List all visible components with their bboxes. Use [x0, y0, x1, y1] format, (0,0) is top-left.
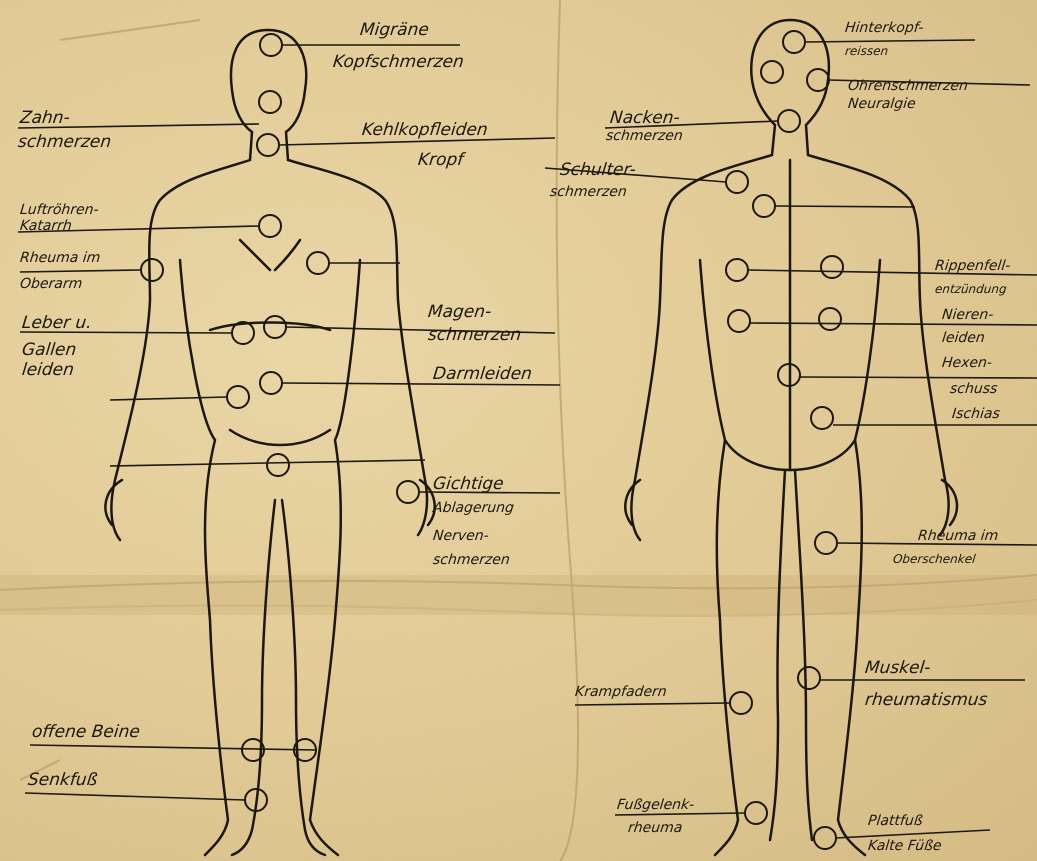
label-nacken-2: schmerzen: [605, 128, 684, 145]
label-zahn-1: Zahn-: [19, 108, 71, 128]
label-rippen-1: Rippenfell-: [934, 258, 1011, 275]
fold-shadow: [0, 575, 1037, 615]
label-gicht-2: Ablagerung: [432, 500, 515, 517]
label-rheuma-back-1: Rheuma im: [917, 528, 999, 545]
label-offene-beine: offene Beine: [31, 722, 141, 742]
label-senkfuss: Senkfuß: [27, 770, 98, 790]
label-migraene: Migräne: [359, 20, 430, 40]
label-hinterkopf-1: Hinterkopf-: [844, 20, 924, 37]
label-leber-1: Leber u.: [21, 313, 93, 333]
label-schulter-1: Schulter-: [559, 160, 637, 180]
label-kropf: Kropf: [417, 150, 464, 170]
label-ischias: Ischias: [951, 406, 1001, 423]
label-leber-2: Gallen: [21, 340, 77, 360]
label-krampfadern: Krampfadern: [574, 684, 667, 701]
label-hinterkopf-2: reissen: [844, 44, 889, 58]
label-nacken-1: Nacken-: [609, 108, 681, 128]
label-fussgelenk-2: rheuma: [627, 820, 683, 837]
label-zahn-2: schmerzen: [17, 132, 112, 152]
label-kopfschmerzen: Kopfschmerzen: [332, 52, 465, 72]
label-plattfuss: Plattfuß: [867, 813, 923, 830]
label-magen-1: Magen-: [427, 302, 492, 322]
label-gicht-1: Gichtige: [432, 474, 505, 494]
label-neuralgie: Neuralgie: [847, 96, 916, 113]
label-rheuma-2: Oberarm: [19, 276, 83, 293]
label-ohren: Ohrenschmerzen: [847, 78, 969, 95]
label-rheuma-back-2: Oberschenkel: [892, 552, 976, 566]
label-kalte-fuesse: Kalte Füße: [867, 838, 942, 855]
label-nerven-2: schmerzen: [432, 552, 511, 569]
label-nerven-1: Nerven-: [432, 528, 489, 545]
label-rippen-2: entzündung: [934, 282, 1007, 296]
label-nieren-2: leiden: [941, 330, 986, 347]
label-leber-3: leiden: [21, 360, 75, 380]
label-hexen-2: schuss: [949, 381, 998, 398]
label-luftroehren-1: Luftröhren-: [19, 202, 99, 219]
label-schulter-2: schmerzen: [549, 184, 628, 201]
label-darm: Darmleiden: [432, 364, 533, 384]
label-magen-2: schmerzen: [427, 325, 522, 345]
label-rheuma-1: Rheuma im: [19, 250, 101, 267]
label-hexen-1: Hexen-: [941, 355, 993, 372]
label-fussgelenk-1: Fußgelenk-: [616, 797, 695, 814]
label-muskel-1: Muskel-: [864, 658, 932, 678]
label-kehlkopf: Kehlkopfleiden: [361, 120, 489, 140]
label-luftroehren-2: Katarrh: [19, 218, 73, 235]
label-muskel-2: rheumatismus: [864, 690, 989, 710]
label-nieren-1: Nieren-: [941, 307, 994, 324]
